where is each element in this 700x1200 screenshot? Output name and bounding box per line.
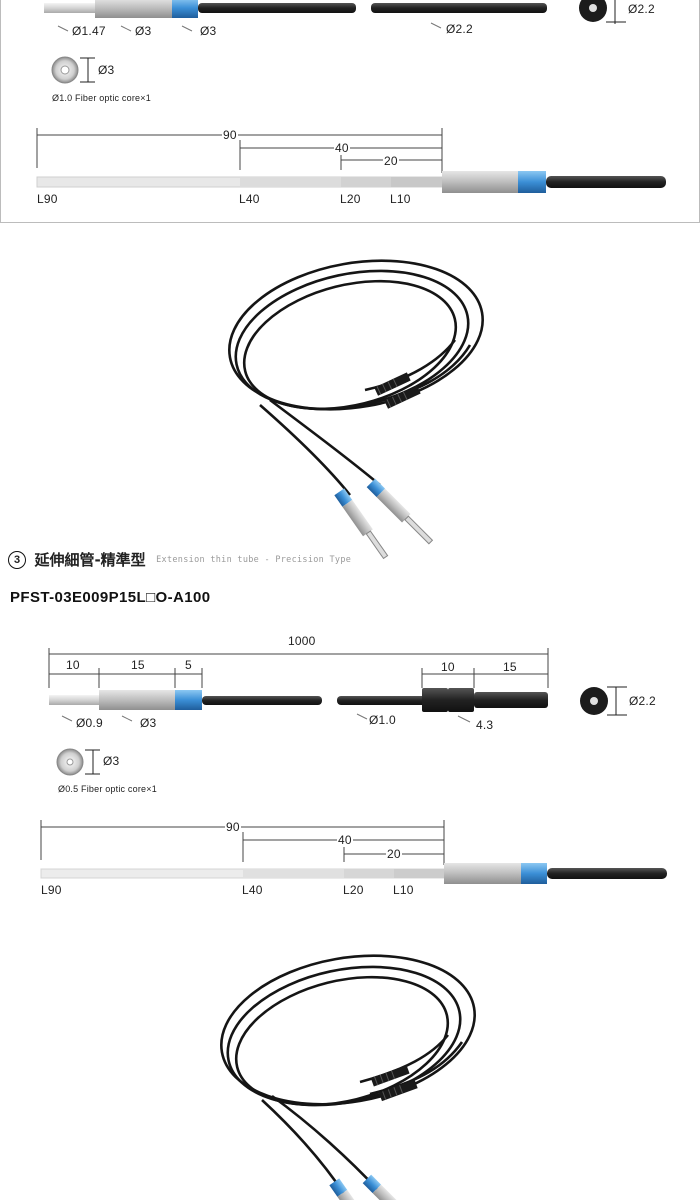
scale-dim-label: 90 xyxy=(222,128,238,142)
dimension-lines-2 xyxy=(48,648,549,688)
dim-label-diameter: Ø2.2 xyxy=(446,22,473,36)
fiber-coil-illustration-2 xyxy=(220,954,476,1196)
scale-mark-label: L90 xyxy=(41,883,62,897)
dim-label-diameter: Ø1.47 xyxy=(72,24,106,38)
dim-label-diameter: Ø2.2 xyxy=(628,2,655,16)
probe-assembly-2 xyxy=(49,688,548,723)
scale-mark-label: L40 xyxy=(239,192,260,206)
cable-end-view-1 xyxy=(579,0,626,24)
scale-dim-label: 20 xyxy=(386,847,402,861)
probe-illustration-1 xyxy=(334,372,434,560)
scale-mark-label: L20 xyxy=(343,883,364,897)
length-scale-1 xyxy=(36,128,666,193)
scale-mark-label: L10 xyxy=(390,192,411,206)
scale-dim-label: 90 xyxy=(225,820,241,834)
left-dim-label: 15 xyxy=(131,658,145,672)
core-dim-label: Ø3 xyxy=(103,754,120,768)
right-dim-label: 15 xyxy=(503,660,517,674)
core-dim-label: Ø3 xyxy=(98,63,115,77)
length-scale-2 xyxy=(40,820,667,884)
section-title: 3 延伸細管-精準型 Extension thin tube - Precisi… xyxy=(8,549,351,570)
model-number: PFST-03E009P15L□O-A100 xyxy=(10,589,211,606)
fiber-coil-illustration-1 xyxy=(228,259,484,496)
section-title-zh: 延伸細管-精準型 xyxy=(34,551,146,569)
dim-label-diameter: Ø3 xyxy=(200,24,217,38)
core-end-view-2 xyxy=(56,748,100,776)
section-title-en: Extension thin tube - Precision Type xyxy=(156,554,352,565)
probe-assembly-1 xyxy=(44,0,547,32)
right-dim-label: 10 xyxy=(441,660,455,674)
left-dim-label: 10 xyxy=(66,658,80,672)
dim-label-diameter: Ø3 xyxy=(140,716,157,730)
scale-mark-label: L40 xyxy=(242,883,263,897)
dim-label-diameter: Ø1.0 xyxy=(369,713,396,727)
dim-label-width: 4.3 xyxy=(476,718,494,732)
section-number: 3 xyxy=(8,550,26,569)
scale-mark-label: L10 xyxy=(393,883,414,897)
scale-mark-label: L90 xyxy=(37,192,58,206)
core-note: Ø0.5 Fiber optic core×1 xyxy=(58,784,157,794)
scale-dim-label: 20 xyxy=(383,154,399,168)
dim-label-diameter: Ø3 xyxy=(135,24,152,38)
core-end-view-1 xyxy=(51,56,95,84)
dim-label-diameter: Ø2.2 xyxy=(629,694,656,708)
scale-dim-label: 40 xyxy=(337,833,353,847)
probe-illustration-2 xyxy=(329,1065,418,1200)
dim-label-diameter: Ø0.9 xyxy=(76,716,103,730)
cable-end-view-2 xyxy=(580,686,627,716)
left-dim-label: 5 xyxy=(185,658,192,672)
scale-mark-label: L20 xyxy=(340,192,361,206)
overall-length-label: 1000 xyxy=(288,634,316,648)
scale-dim-label: 40 xyxy=(334,141,350,155)
core-note: Ø1.0 Fiber optic core×1 xyxy=(52,93,151,103)
